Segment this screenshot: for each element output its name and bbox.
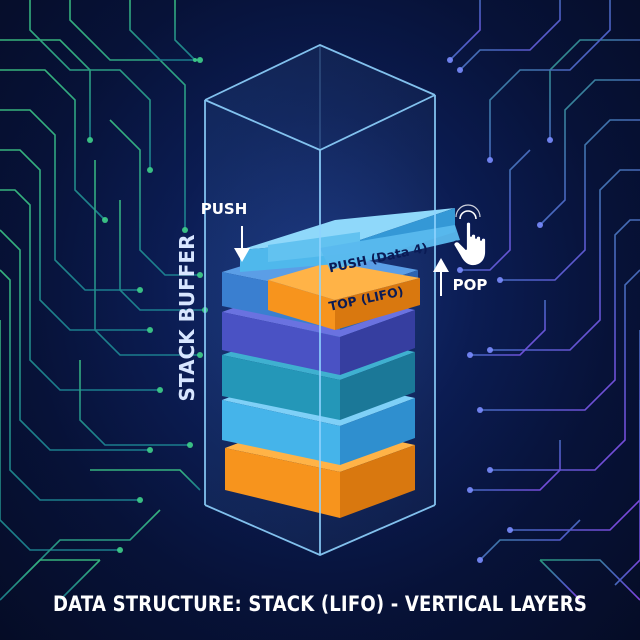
diagram-caption: DATA STRUCTURE: STACK (LIFO) - VERTICAL … xyxy=(52,592,588,616)
push-label: PUSH xyxy=(201,200,248,218)
pointer-hand-icon xyxy=(452,204,487,267)
pop-label: POP xyxy=(453,276,488,294)
push-arrow-down-icon xyxy=(234,226,250,262)
circuit-nodes-right xyxy=(447,57,553,563)
stack-buffer-label: STACK BUFFER xyxy=(175,235,199,402)
circuit-traces-left xyxy=(0,0,205,601)
circuit-nodes-left xyxy=(87,57,208,553)
stack-layer-7-push xyxy=(240,208,460,272)
glass-edges xyxy=(204,44,436,556)
pop-arrow-up-icon xyxy=(433,258,449,296)
circuit-traces-right xyxy=(449,0,640,601)
stack-layer-6-top xyxy=(268,262,420,330)
